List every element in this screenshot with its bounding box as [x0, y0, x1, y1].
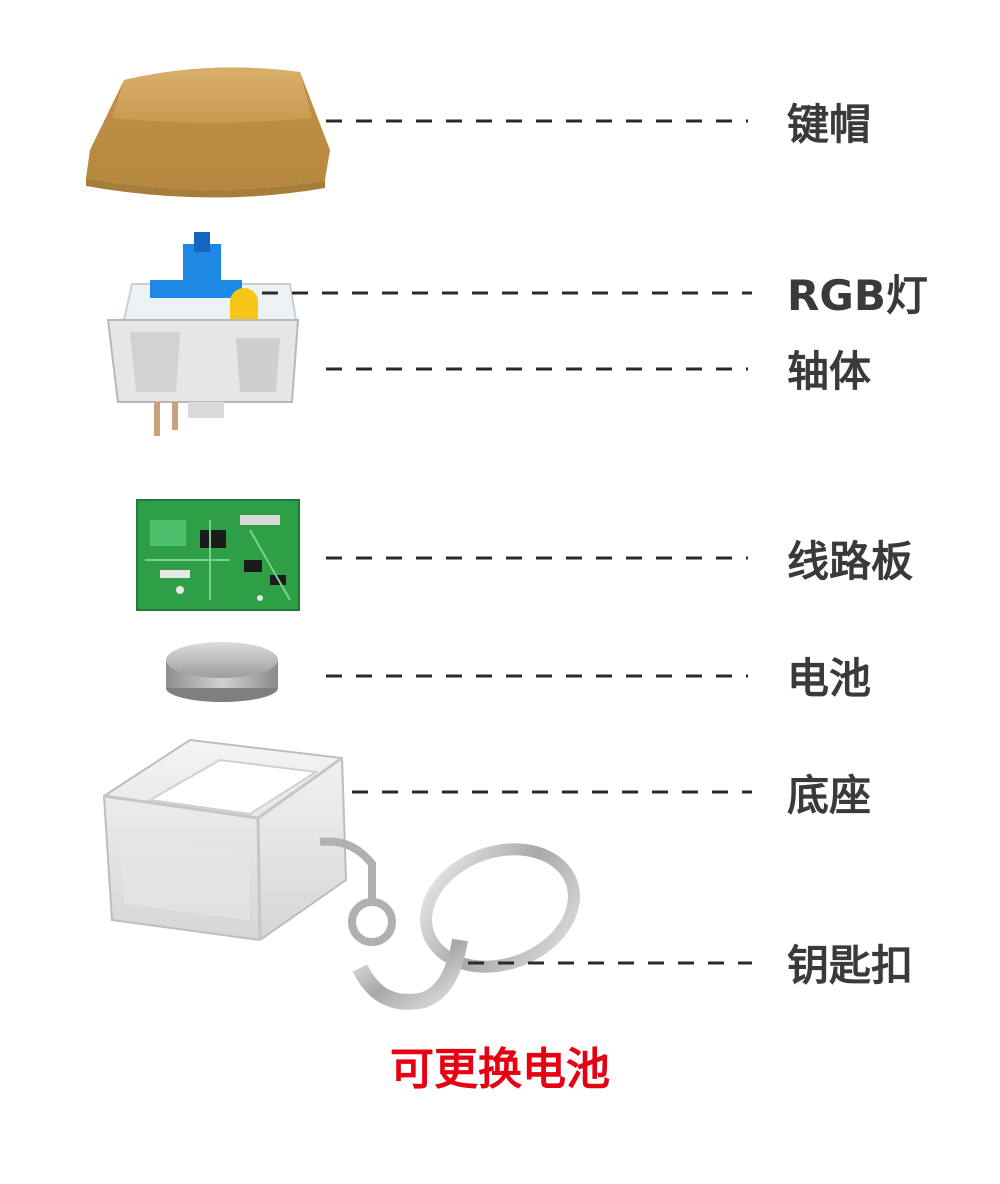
label-circuit-board: 线路板: [787, 537, 914, 586]
label-switch-body: 轴体: [787, 347, 872, 396]
label-keychain: 钥匙扣: [787, 941, 914, 990]
keycap-image: [86, 67, 330, 198]
label-keycap: 键帽: [787, 100, 872, 149]
leader-lines: [262, 119, 752, 965]
label-base: 底座: [787, 771, 872, 820]
keychain-image: [319, 837, 580, 1010]
switch-image: [106, 232, 300, 436]
pcb-image: [136, 499, 300, 611]
footer-replaceable-battery: 可更换电池: [390, 1044, 610, 1095]
label-battery: 电池: [787, 654, 872, 703]
battery-image: [166, 642, 278, 702]
label-rgb-light: RGB灯: [787, 271, 928, 320]
base-image: [102, 738, 348, 942]
